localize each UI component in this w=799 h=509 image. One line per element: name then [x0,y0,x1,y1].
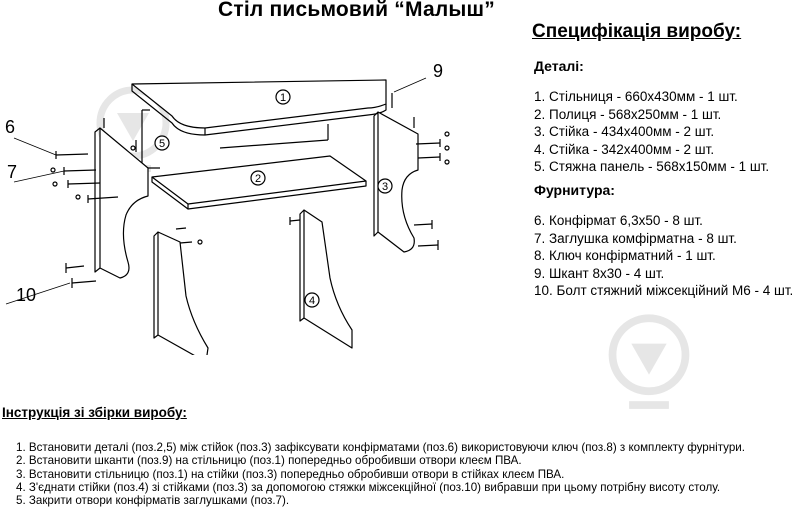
document-title: Стіл письмовий “Малыш” [218,0,495,21]
detail-item: 2. Полиця - 568x250мм - 1 шт. [534,106,722,122]
label-position-5: 5 [159,138,165,150]
lower-leg-right-part [299,209,353,349]
watermark-image-icon [608,314,690,409]
hardware-item: 9. Шкант 8x30 - 4 шт. [534,265,665,281]
callout-9: 9 [433,61,443,81]
label-position-4: 4 [309,295,315,307]
instructions-list: 1. Встановити деталі (поз.2,5) між стійо… [16,441,745,507]
hardware-heading: Фурнитура: [534,182,615,198]
detail-item: 5. Стяжна панель - 568x150мм - 1 шт. [534,159,770,174]
hardware-item: 10. Болт стяжний міжсекційний М6 - 4 шт. [534,283,794,298]
plug-caps [50,131,450,245]
instruction-step: 1. Встановити деталі (поз.2,5) між стійо… [16,441,745,454]
assembly-diagram: 1 2 3 4 5 6 7 9 10 [5,61,450,355]
detail-item: 3. Стійка - 434x400мм - 2 шт. [534,124,715,139]
callout-10: 10 [16,285,36,305]
left-upright-part [94,118,149,279]
callout-6: 6 [5,117,15,137]
right-upright-part [373,93,419,253]
label-position-1: 1 [280,92,286,104]
hardware-list: 6. Конфірмат 6,3x50 - 8 шт. 7. Заглушка … [534,212,793,300]
detail-item: 1. Стільниця - 660x430мм - 1 шт. [534,89,738,104]
instruction-step: 4. З'єднати стійки (поз.4) зі стійками (… [16,480,721,494]
instructions-heading: Інструкція зі збірки виробу: [2,405,187,420]
label-position-2: 2 [255,173,261,185]
tabletop-part [131,79,387,136]
label-position-3: 3 [382,181,388,193]
instruction-step: 5. Закрити отвори конфірматів заглушками… [16,494,290,508]
detail-item: 4. Стійка - 342x400мм - 2 шт. [534,141,715,157]
instruction-step: 3. Встановити стільницю (поз.1) на стійк… [16,467,565,481]
lower-leg-left-part [153,231,209,355]
callout-7: 7 [7,162,17,182]
hardware-item: 7. Заглушка комфірматна - 8 шт. [534,230,737,246]
hardware-item: 6. Конфірмат 6,3x50 - 8 шт. [534,213,703,228]
details-heading: Деталі: [534,58,584,74]
instruction-step: 2. Встановити шканти (поз.9) на стільниц… [16,454,522,468]
hardware-item: 8. Ключ конфірматний - 1 шт. [534,248,716,263]
specification-title: Специфікація виробу: [532,21,742,42]
details-list: 1. Стільниця - 660x430мм - 1 шт. 2. Поли… [534,88,769,176]
